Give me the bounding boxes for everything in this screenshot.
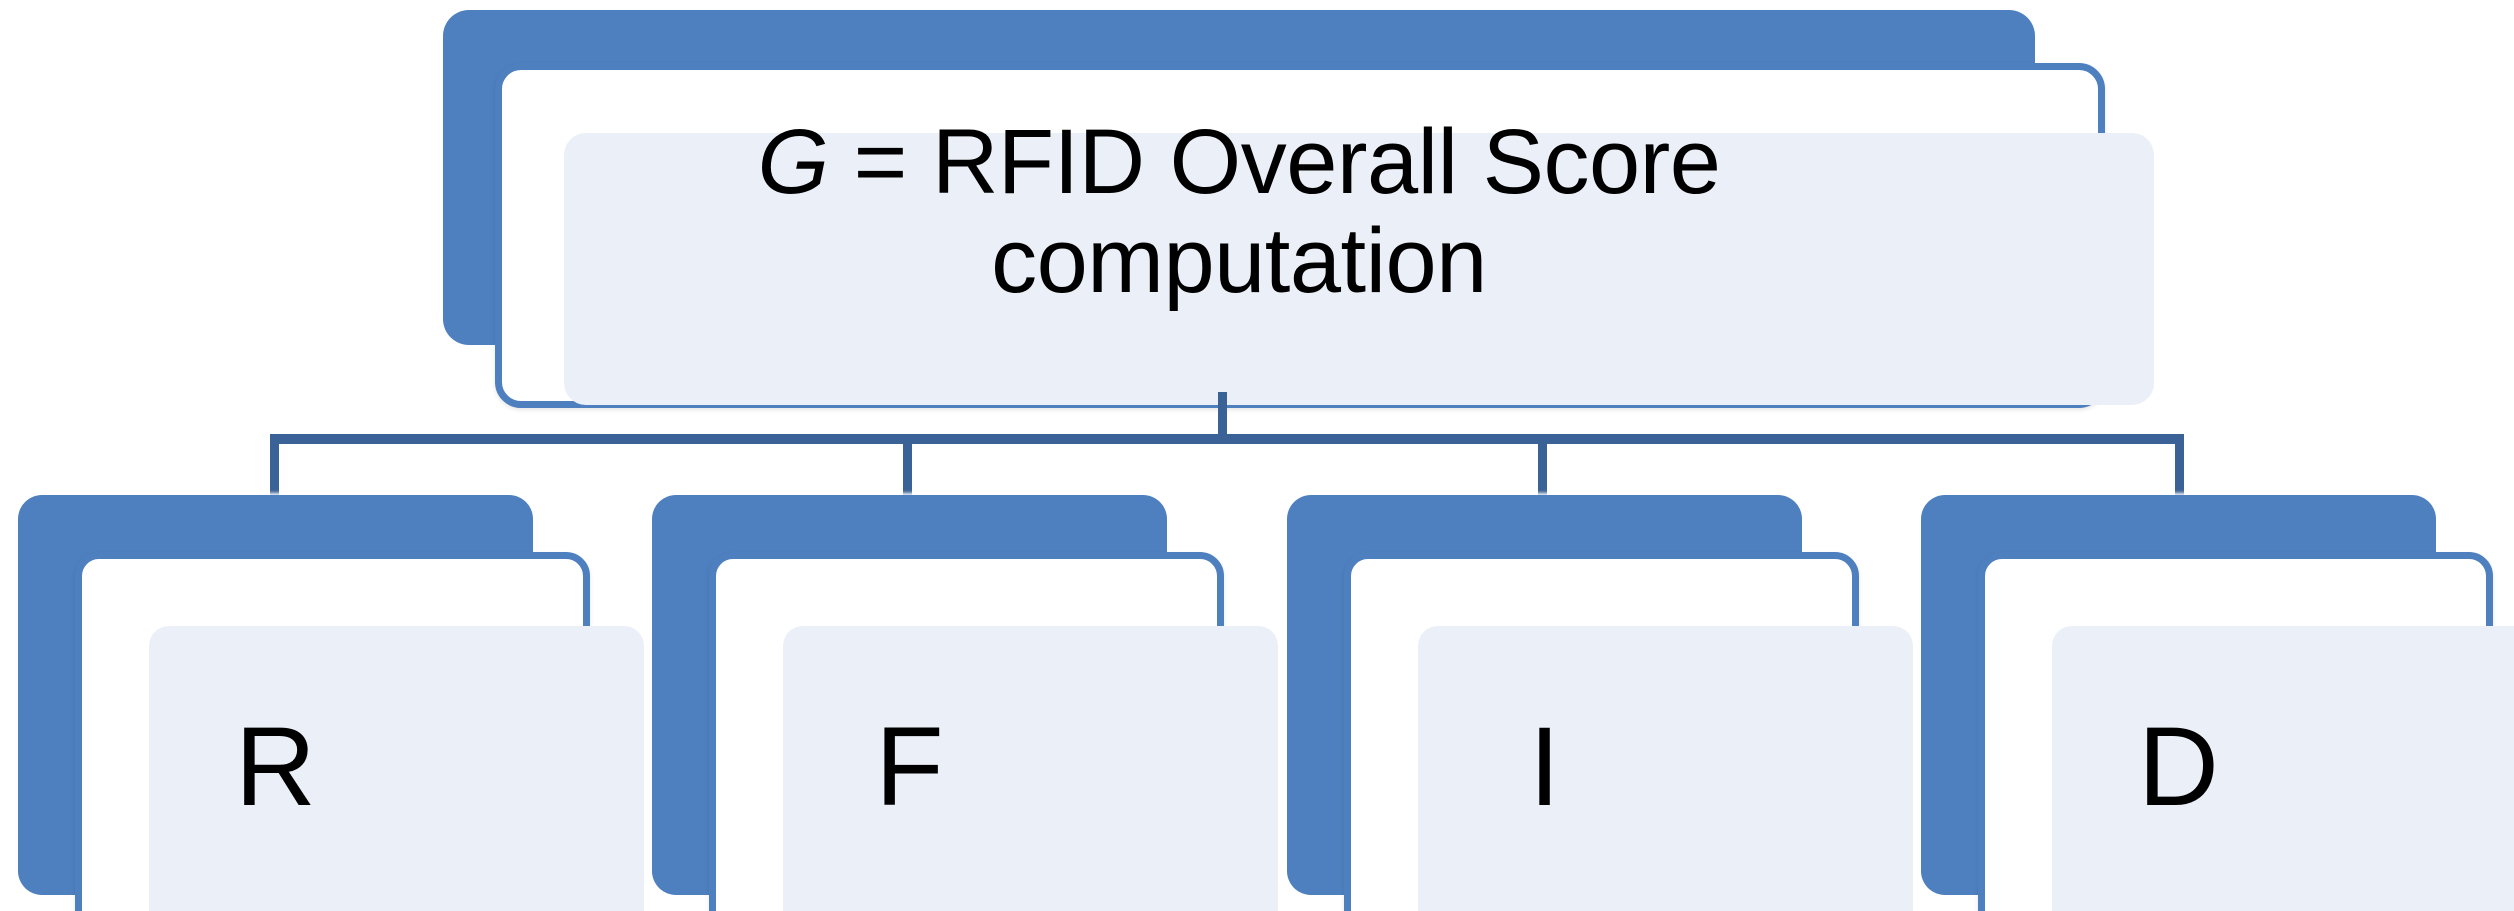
node-child-f[interactable]: F xyxy=(652,495,1278,911)
connector-stem-root xyxy=(1218,392,1227,442)
connector-horizontal-bar xyxy=(270,434,2184,444)
node-child-label-d: D xyxy=(2138,704,2219,829)
node-root-label: G = RFID Overall Score computation xyxy=(443,111,2035,313)
root-label-text: = RFID Overall Score computation xyxy=(853,111,1721,313)
node-child-i[interactable]: I xyxy=(1287,495,1913,911)
node-child-d[interactable]: D xyxy=(1921,495,2514,911)
card-inner-fill xyxy=(564,133,2154,405)
card-inner-fill xyxy=(1418,626,1913,911)
card-front-panel xyxy=(1978,552,2514,911)
node-child-r[interactable]: R xyxy=(18,495,644,911)
card-front-panel xyxy=(709,552,1278,911)
root-variable-symbol: G xyxy=(757,111,830,213)
card-inner-fill xyxy=(149,626,644,911)
connector-drop-to-d xyxy=(2175,440,2184,495)
node-child-label-r: R xyxy=(235,704,316,829)
node-root-overall-score[interactable]: G = RFID Overall Score computation xyxy=(443,10,2154,408)
connector-drop-to-f xyxy=(903,440,912,495)
connector-drop-to-r xyxy=(270,440,279,495)
card-front-panel xyxy=(1344,552,1913,911)
connector-drop-to-i xyxy=(1538,440,1547,495)
node-child-label-f: F xyxy=(875,704,944,829)
card-inner-fill xyxy=(2052,626,2514,911)
card-inner-fill xyxy=(783,626,1278,911)
card-front-panel xyxy=(75,552,644,911)
node-child-label-i: I xyxy=(1528,704,1561,829)
card-front-panel xyxy=(495,63,2154,408)
